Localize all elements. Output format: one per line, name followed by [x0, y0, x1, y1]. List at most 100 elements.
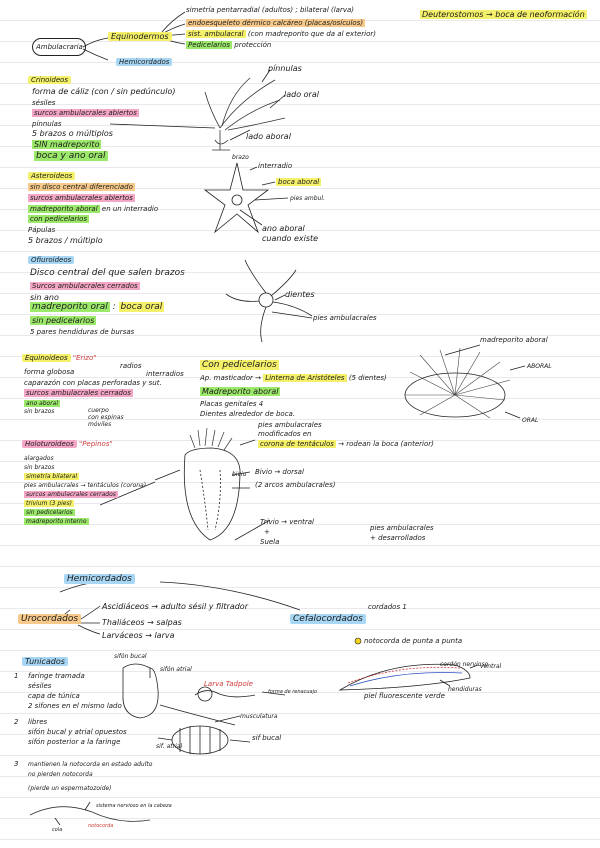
- tunicados-l4: 2 sifones en el mismo lado: [28, 702, 122, 710]
- holoturoideos-l2: sin brazos: [24, 464, 55, 471]
- crinoideos-l4: pínnulas: [32, 120, 62, 128]
- hemi-note-notocorda: notocorda de punta a punta: [364, 637, 463, 645]
- larva-notocorda: notocorda: [88, 823, 114, 829]
- crinoid-label-lado-aboral: lado aboral: [246, 132, 291, 141]
- equinoideos-title: Equinoideos "Erizo": [22, 354, 96, 363]
- ofiuroideos-l2: Surcos ambulacrales cerrados: [30, 282, 140, 290]
- hemi-a3: Larváceos → larva: [102, 631, 175, 640]
- equinoideos-l2: caparazón con placas perforadas y sut.: [24, 379, 162, 387]
- holo-c6: Trivio → ventral: [260, 518, 314, 526]
- tunicate-sifon-bucal: sifón bucal: [114, 653, 147, 660]
- asteroideos-l5: Pápulas: [28, 226, 56, 234]
- holoturoideos-title: Holoturoideos "Pepinos": [22, 440, 113, 449]
- label-cuerpo: cuerpo: [88, 407, 109, 414]
- holo-c10: + desarrollados: [370, 534, 426, 542]
- holo-c5: (2 arcos ambulacrales): [255, 481, 336, 489]
- hemi-a2: Thaliáceos → salpas: [102, 618, 182, 627]
- tunicate-musculatura: musculatura: [240, 713, 278, 720]
- deuterostomos-note: Deuterostomos → boca de neoformación: [420, 10, 587, 19]
- holoturoideos-l7: sin pedicelarios: [24, 509, 75, 516]
- cefalocordados-label: Cefalocordados: [290, 614, 366, 625]
- holoturoideos-l3: simetría bilateral: [24, 473, 80, 480]
- larva-sistema: sistema nervioso en la cabeza: [96, 803, 172, 809]
- tunicados-n3: 3: [14, 760, 19, 768]
- crinoideos-l3: surcos ambulacrales abiertos: [32, 109, 139, 117]
- holo-c2: modificados en: [258, 430, 312, 438]
- equinoideos-r3: Madreporito aboral: [200, 387, 281, 396]
- tunicados-l5: libres: [28, 718, 48, 726]
- lancelet-pez: piel fluorescente verde: [364, 692, 445, 700]
- holoturoideos-l6: trivium (3 pies): [24, 500, 74, 507]
- crinoideos-title: Crinoideos: [28, 76, 72, 85]
- ofiuroideos-l3: sin ano: [30, 293, 59, 302]
- crinoideos-l2: sésiles: [32, 99, 56, 107]
- asteroideos-l1: sin disco central diferenciado: [28, 183, 135, 191]
- ambulacraria-box: [32, 38, 86, 56]
- bullet-pedicelarios: Pedicelarios protección: [186, 41, 272, 49]
- tunicate-sif-bucal: sif bucal: [252, 734, 282, 742]
- equinoideos-r1: Con pedicelarios: [200, 360, 279, 370]
- tunicados-l3: capa de túnica: [28, 692, 80, 700]
- star-label-pies: pies ambul.: [290, 195, 325, 202]
- tunicados-n2: 2: [14, 718, 19, 726]
- ofiuroideos-l4: madreporito oral : boca oral: [30, 302, 165, 312]
- tunicados-title: Tunicados: [22, 657, 68, 667]
- crinoid-label-lado-oral: lado oral: [284, 90, 319, 99]
- urchin-label-oral: ORAL: [522, 417, 539, 424]
- larva-cola: cola: [52, 827, 63, 833]
- equinoideos-l3: surcos ambulacrales cerrados: [24, 389, 133, 397]
- crinoideos-l6: SIN madreporito: [32, 140, 102, 149]
- holo-c3: corona de tentáculos → rodean la boca (a…: [258, 440, 434, 448]
- holoturoideos-l1: alargados: [24, 455, 54, 462]
- star-label-ano: ano aboral: [262, 224, 305, 233]
- lancelet-cordon: cordón nervioso: [440, 661, 489, 668]
- ofiuroideos-l1: Disco central del que salen brazos: [30, 268, 185, 278]
- equinoideos-r2: Ap. masticador → Linterna de Aristóteles…: [200, 374, 387, 382]
- ofiuroideos-title: Ofiuroideos: [28, 256, 75, 265]
- asteroideos-l3: madreporito aboral en un interradio: [28, 205, 159, 213]
- tunicados-l10: (pierde un espermatozoide): [28, 785, 112, 792]
- label-radios: radios: [120, 362, 142, 370]
- equinodermos-label: Equinodermos: [108, 32, 172, 42]
- label-moviles: móviles: [88, 421, 112, 428]
- hemicordados-title: Hemicordados: [64, 574, 135, 585]
- star-label-boca-aboral: boca aboral: [276, 178, 322, 186]
- holo-c1: pies ambulacrales: [258, 421, 322, 429]
- holo-c7: +: [264, 528, 270, 536]
- asteroideos-l2: surcos ambulacrales abiertos: [28, 194, 135, 202]
- holo-c9: pies ambulacrales: [370, 524, 434, 532]
- bullet-endoesqueleto: endoesqueleto dérmico calcáreo (placas/o…: [186, 19, 366, 27]
- hemi-a1: Ascidiáceos → adulto sésil y filtrador: [102, 602, 248, 611]
- lancelet-notocorda: ventral: [480, 663, 502, 670]
- holo-c8: Suela: [260, 538, 280, 546]
- hemicordados-small: Hemicordados: [116, 58, 173, 67]
- urchin-label-madreporito: madreporito aboral: [480, 336, 548, 344]
- lancelet-hendiduras: hendiduras: [448, 686, 482, 693]
- tunicate-sif-atrial: sif. atrial: [156, 743, 183, 750]
- ofiuroideos-l5: sin pedicelarios: [30, 316, 97, 325]
- label-interradios: interradios: [146, 370, 184, 378]
- crinoid-label-pinnulas: pínnulas: [268, 64, 302, 73]
- urocordados-label: Urocordados: [18, 614, 82, 625]
- equinoideos-l4: ano aboral: [24, 400, 61, 407]
- equinoideos-r5: Dientes alrededor de boca.: [200, 410, 296, 418]
- holoturoideos-l5: surcos ambulacrales cerrados: [24, 491, 118, 498]
- ofiuroideos-l6: 5 pares hendiduras de bursas: [30, 328, 135, 336]
- ophiuroid-label-pies: pies ambulacrales: [313, 314, 377, 322]
- ophiuroid-label-dientes: dientes: [285, 290, 315, 299]
- crinoideos-l1: forma de cáliz (con / sin pedúnculo): [32, 87, 176, 96]
- star-label-interradio: interradio: [258, 162, 293, 170]
- tunicate-sifon-atrial: sifón atrial: [160, 666, 192, 673]
- star-label-brazo: brazo: [232, 154, 249, 161]
- tunicados-l1: faringe tramada: [28, 672, 85, 680]
- label-con-espinas: con espinas: [88, 414, 124, 421]
- bullet-simetria: simetría pentarradial (adultos) ; bilate…: [186, 6, 354, 14]
- holoturoideos-l8: madreporito interno: [24, 518, 89, 525]
- tunicados-l8: mantienen la notocorda en estado adulto: [28, 761, 153, 768]
- tunicados-l2: sésiles: [28, 682, 52, 690]
- equinoideos-r4: Placas genitales 4: [200, 400, 264, 408]
- bullet-sist-ambulacral: sist. ambulacral (con madreporito que da…: [186, 30, 376, 38]
- tunicados-l6: sifón bucal y atrial opuestos: [28, 728, 127, 736]
- tunicados-n1: 1: [14, 672, 19, 680]
